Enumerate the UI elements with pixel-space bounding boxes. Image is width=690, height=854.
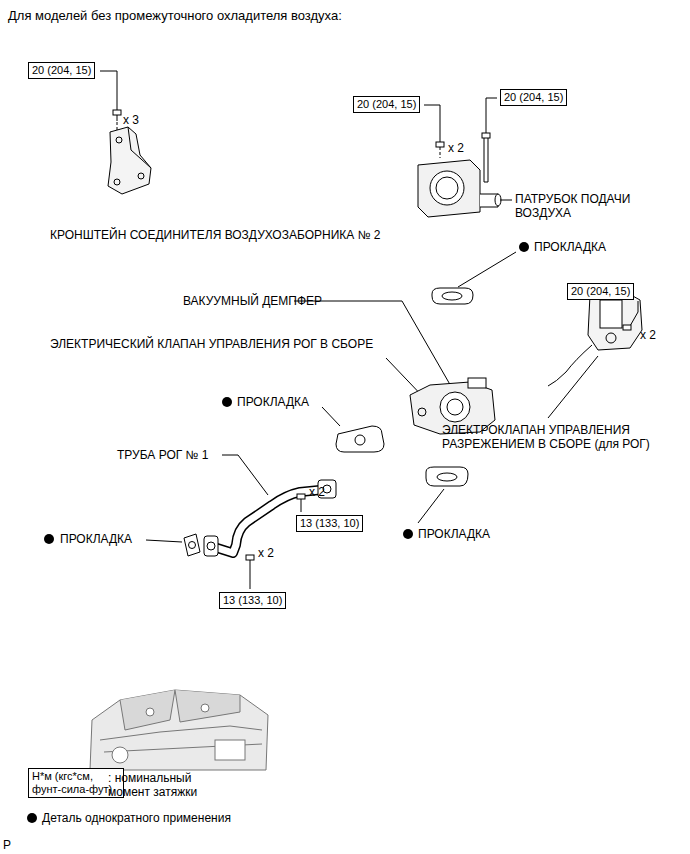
torque-box: 20 (204, 15) xyxy=(28,62,95,79)
part-name: ТРУБА РОГ № 1 xyxy=(117,448,208,462)
multiplier: x 2 xyxy=(309,485,325,499)
part-name: ПАТРУБОК ПОДАЧИ ВОЗДУХА xyxy=(515,192,665,220)
part-name: ПРОКЛАДКА xyxy=(237,395,309,409)
part-name: ПРОКЛАДКА xyxy=(60,532,132,546)
torque-value: 20 (204, 15) xyxy=(504,91,563,104)
legend-text: : номинальный момент затяжки xyxy=(108,771,218,799)
part-name: ПРОКЛАДКА xyxy=(418,527,490,541)
torque-value: 13 (133, 10) xyxy=(223,594,282,607)
torque-box: 20 (204, 15) xyxy=(567,283,634,300)
torque-value: 20 (204, 15) xyxy=(357,98,416,111)
torque-value: Н*м (кгс*см, фунт-сила-фут) xyxy=(32,770,120,796)
torque-value: 20 (204, 15) xyxy=(32,64,91,77)
diagram-title: Для моделей без промежуточного охладител… xyxy=(8,8,342,24)
torque-box: 13 (133, 10) xyxy=(296,515,363,532)
multiplier: x 2 xyxy=(258,546,274,560)
page-mark: P xyxy=(3,838,11,852)
legend-text: Деталь однократного применения xyxy=(42,811,231,825)
part-name: ПРОКЛАДКА xyxy=(534,240,606,254)
multiplier: x 2 xyxy=(640,328,656,342)
part-name: ЭЛЕКТРОКЛАПАН УПРАВЛЕНИЯ РАЗРЕЖЕНИЕМ В С… xyxy=(442,423,672,451)
part-name: КРОНШТЕЙН СОЕДИНИТЕЛЯ ВОЗДУХОЗАБОРНИКА №… xyxy=(50,228,385,242)
torque-value: 20 (204, 15) xyxy=(571,285,630,298)
torque-box: 13 (133, 10) xyxy=(219,592,286,609)
multiplier: x 2 xyxy=(448,141,464,155)
part-name: ВАКУУМНЫЙ ДЕМПФЕР xyxy=(183,294,322,308)
torque-value: 13 (133, 10) xyxy=(300,517,359,530)
multiplier: x 3 xyxy=(123,113,139,127)
torque-box: 20 (204, 15) xyxy=(353,96,420,113)
torque-box: 20 (204, 15) xyxy=(500,89,567,106)
part-name: ЭЛЕКТРИЧЕСКИЙ КЛАПАН УПРАВЛЕНИЯ РОГ В СБ… xyxy=(50,337,380,351)
